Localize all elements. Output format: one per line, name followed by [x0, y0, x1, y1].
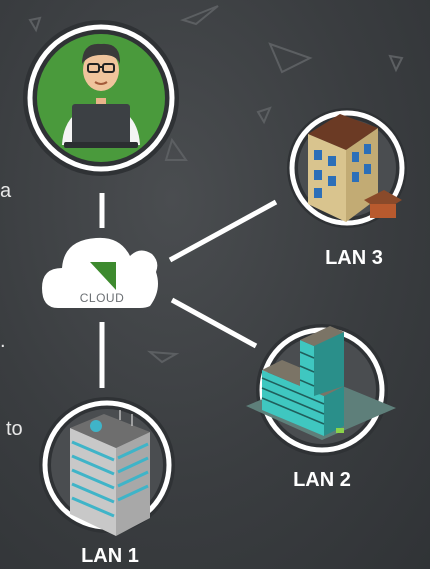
edge-text-fragment: .: [0, 330, 6, 352]
decorative-triangle: [268, 42, 313, 74]
decorative-triangle: [28, 16, 42, 33]
office-tower-icon: [246, 326, 396, 440]
decorative-triangle: [164, 137, 188, 161]
lan1-label: LAN 1: [81, 545, 139, 567]
lan3-label: LAN 3: [325, 247, 383, 269]
decorative-triangle: [179, 5, 219, 26]
lan3-node: [287, 108, 407, 228]
decorative-triangle: [146, 350, 180, 364]
lan1-node: [39, 397, 175, 536]
connectors: [99, 193, 278, 388]
user-node: [23, 20, 179, 176]
cloud-accent: [90, 262, 116, 290]
edge-text-fragment: to: [6, 418, 23, 440]
building-icon: [308, 114, 402, 222]
cloud-label: CLOUD: [79, 291, 125, 305]
cloud-icon: [42, 237, 158, 308]
decorative-triangle: [256, 106, 272, 125]
user-avatar-icon: [62, 43, 140, 148]
decorative-triangle: [388, 54, 404, 73]
lan2-label: LAN 2: [293, 469, 351, 491]
connector-cloud-lan2: [170, 297, 258, 349]
lan2-node: [246, 324, 396, 456]
edge-text-fragment: a: [0, 180, 12, 202]
office-tower-icon: [70, 410, 150, 536]
connector-cloud-lan3: [168, 199, 278, 263]
